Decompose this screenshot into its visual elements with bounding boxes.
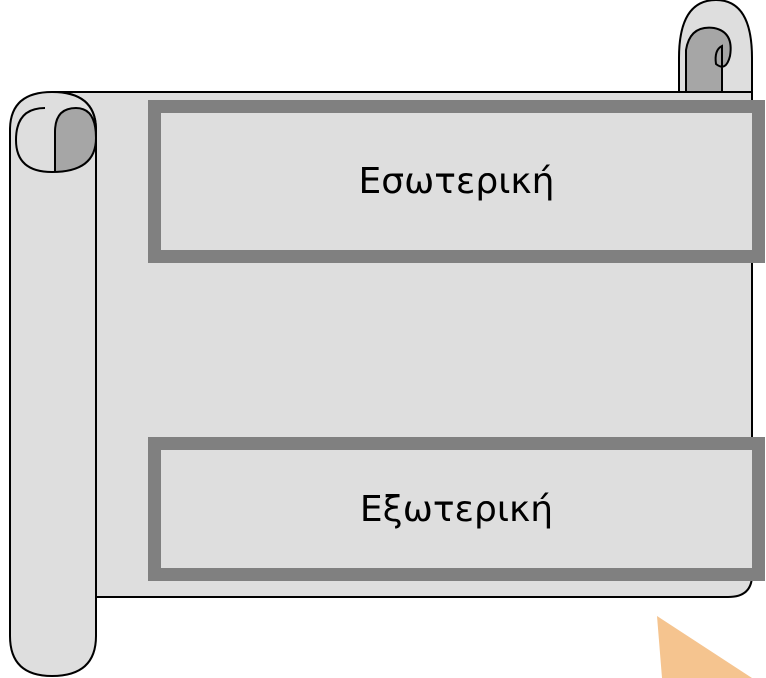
scroll-left-roll	[9, 90, 97, 678]
internal-box: Εσωτερική	[148, 100, 765, 263]
scroll-left-curl	[51, 106, 98, 173]
internal-label: Εσωτερική	[358, 161, 555, 202]
external-box: Εξωτερική	[148, 437, 765, 581]
corner-triangle	[657, 616, 752, 678]
scroll-top-roll	[678, 0, 753, 93]
external-label: Εξωτερική	[359, 488, 554, 530]
